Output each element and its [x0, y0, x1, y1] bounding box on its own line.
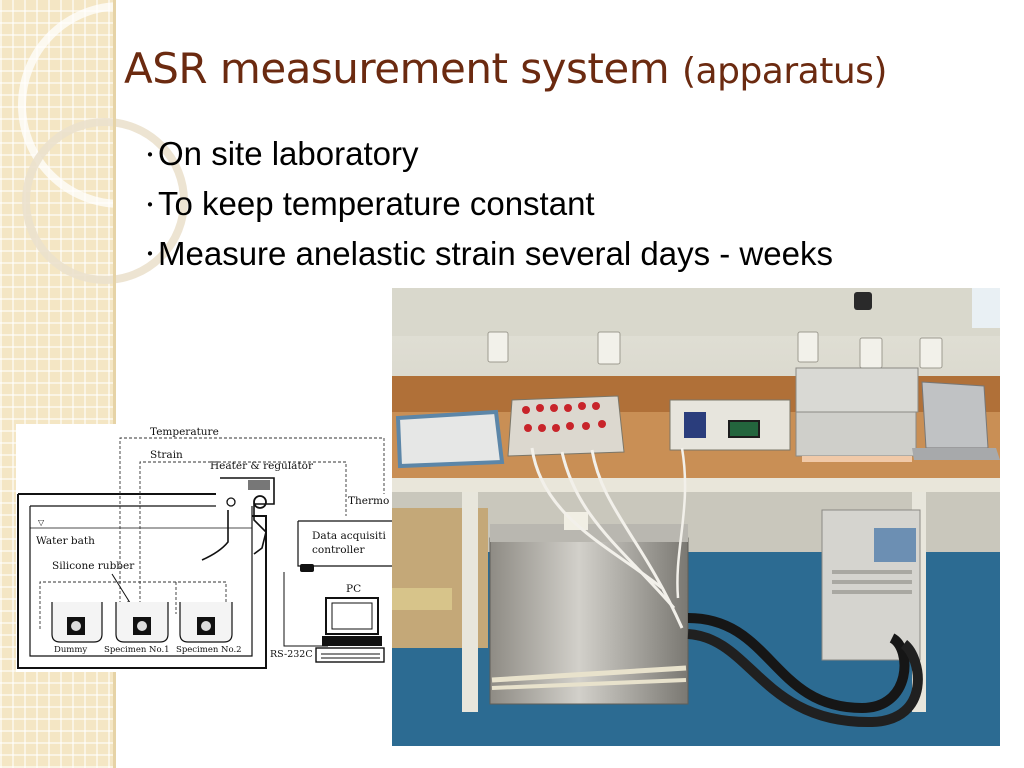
- water-level-mark: ▽: [38, 518, 45, 527]
- bench-leg: [462, 492, 478, 712]
- daq-connector: [300, 564, 314, 572]
- label-strain: Strain: [150, 449, 183, 461]
- temperature-line: [119, 437, 385, 624]
- title-paren: (apparatus): [682, 51, 887, 92]
- bullet-text: To keep temperature constant: [158, 184, 595, 222]
- wall-outlet: [859, 337, 883, 369]
- bullet-marker: ・: [140, 144, 160, 167]
- laptop-keyboard: [912, 448, 1000, 460]
- decorative-circle-small: [22, 118, 188, 284]
- logger-side-panel: [684, 412, 706, 438]
- dummy-lead: [39, 581, 227, 629]
- coolant-hose: [687, 629, 923, 728]
- label-specimen-1: Specimen No.1: [104, 645, 170, 655]
- heater-knob: [226, 497, 236, 507]
- controller-vent: [832, 580, 912, 584]
- controller-vent: [832, 570, 912, 574]
- bath-inner-wall: [29, 505, 253, 657]
- bullet-text: Measure anelastic strain several days - …: [158, 234, 833, 272]
- red-connectors: [522, 402, 606, 432]
- bullet-item: ・To keep temperature constant: [140, 180, 833, 230]
- pc-icon: [315, 597, 385, 663]
- label-daq-line2: controller: [312, 544, 365, 556]
- container-specimen-1: [115, 602, 169, 643]
- bullet-marker: ・: [140, 194, 160, 217]
- slide-title: ASR measurement system (apparatus): [124, 44, 887, 93]
- container-dummy: [51, 602, 103, 643]
- equipment-upper: [795, 367, 919, 413]
- label-temperature: Temperature: [150, 426, 219, 438]
- strip-edge: [113, 0, 116, 768]
- apparatus-schematic: ▽ Water bath Temperature Strain Heater &…: [16, 424, 392, 672]
- strain-line: [139, 461, 347, 624]
- heater-unit: [220, 477, 275, 555]
- regulator-panel: [248, 480, 270, 490]
- controller-panel: [874, 528, 916, 562]
- box-label: [392, 588, 452, 610]
- rs232c-cable: [283, 572, 328, 647]
- bath-outer-wall: [17, 494, 267, 669]
- daq-box: [297, 520, 392, 567]
- sensor-wires: [590, 449, 684, 629]
- rope: [491, 678, 687, 690]
- wall-outlet: [487, 331, 509, 363]
- window: [972, 288, 1000, 328]
- tray: [395, 409, 505, 469]
- label-dummy: Dummy: [54, 645, 87, 655]
- logger-display-glow: [730, 422, 758, 436]
- heater-element: [201, 510, 229, 561]
- equipment-lower: [795, 411, 917, 457]
- pink-mat: [802, 456, 912, 462]
- coolant-hose: [687, 613, 910, 714]
- container-specimen-2: [179, 602, 233, 643]
- wall-outlet: [597, 331, 621, 365]
- wall-upper: [392, 288, 1000, 336]
- label-water-bath: Water bath: [36, 535, 95, 547]
- label-pc: PC: [346, 583, 361, 595]
- bench-edge: [392, 478, 1000, 492]
- label-heater: Heater & regulator: [210, 460, 314, 472]
- label-daq-line1: Data acquisiti: [312, 530, 386, 542]
- bullet-text: On site laboratory: [158, 135, 419, 172]
- rope: [491, 665, 687, 683]
- laptop-screen: [921, 381, 989, 449]
- tank-lid: [490, 524, 688, 542]
- sensor-wires: [676, 447, 687, 599]
- wall-outlet: [797, 331, 819, 363]
- bullet-item: ・On site laboratory: [140, 130, 833, 180]
- wall-plug: [854, 292, 872, 310]
- label-thermo: Thermo: [348, 495, 389, 507]
- label-specimen-2: Specimen No.2: [176, 645, 242, 655]
- sensor-wires: [560, 451, 676, 609]
- apparatus-photo: [392, 288, 1000, 746]
- label-silicone: Silicone rubber: [52, 560, 135, 572]
- bullet-item: ・Measure anelastic strain several days -…: [140, 230, 833, 280]
- title-main: ASR measurement system: [124, 44, 670, 93]
- label-rs232c: RS-232C: [270, 649, 313, 660]
- wall-outlet: [919, 337, 943, 369]
- heater-port: [253, 495, 267, 509]
- bullet-marker: ・: [140, 244, 160, 267]
- bullet-list: ・On site laboratory ・To keep temperature…: [140, 130, 833, 279]
- controller-vent: [832, 590, 912, 594]
- silicone-pointer: [111, 573, 133, 607]
